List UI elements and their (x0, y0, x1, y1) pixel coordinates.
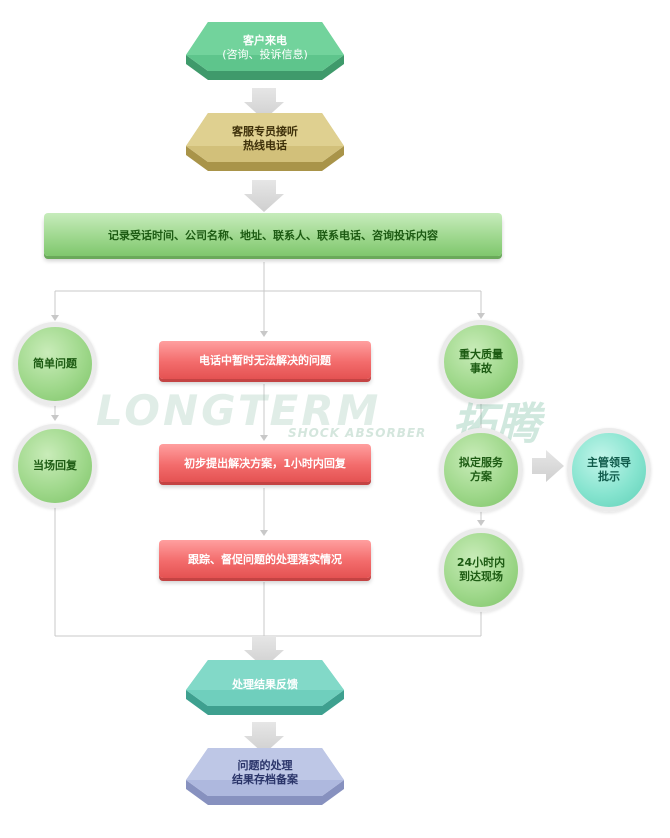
service-plan-line2: 方案 (470, 470, 492, 483)
arrive-onsite-node: 24小时内 到达现场 (439, 528, 523, 612)
leader-approval-line1: 主管领导 (587, 456, 631, 469)
hotline-shape (186, 113, 344, 171)
block-arrow-3 (244, 636, 284, 668)
onsite-reply-node: 当场回复 (13, 424, 97, 508)
record-bar: 记录受话时间、公司名称、地址、联系人、联系电话、咨询投诉内容 (44, 213, 502, 256)
feedback-shape (186, 660, 344, 715)
leader-approval-line2: 批示 (598, 470, 620, 483)
block-arrow-4 (244, 722, 284, 754)
simple-question-label: 简单问题 (33, 357, 77, 370)
track-bar: 跟踪、督促问题的处理落实情况 (159, 540, 371, 578)
major-accident-line2: 事故 (470, 362, 492, 375)
arrive-onsite-line1: 24小时内 (456, 556, 506, 569)
service-plan-line1: 拟定服务 (459, 456, 503, 469)
start-shape (186, 22, 344, 80)
arrive-onsite-line2: 到达现场 (459, 570, 503, 583)
major-accident-line1: 重大质量 (459, 348, 503, 361)
major-accident-node: 重大质量 事故 (439, 320, 523, 404)
plan-bar: 初步提出解决方案，1小时内回复 (159, 444, 371, 482)
archive-shape (186, 748, 344, 805)
block-arrow-leader (532, 450, 564, 482)
onsite-reply-label: 当场回复 (33, 459, 77, 472)
block-arrow-2 (244, 180, 284, 212)
unresolved-bar: 电话中暂时无法解决的问题 (159, 341, 371, 379)
service-plan-node: 拟定服务 方案 (439, 428, 523, 512)
leader-approval-node: 主管领导 批示 (567, 428, 651, 512)
block-arrow-1 (244, 88, 284, 120)
simple-question-node: 简单问题 (13, 322, 97, 406)
